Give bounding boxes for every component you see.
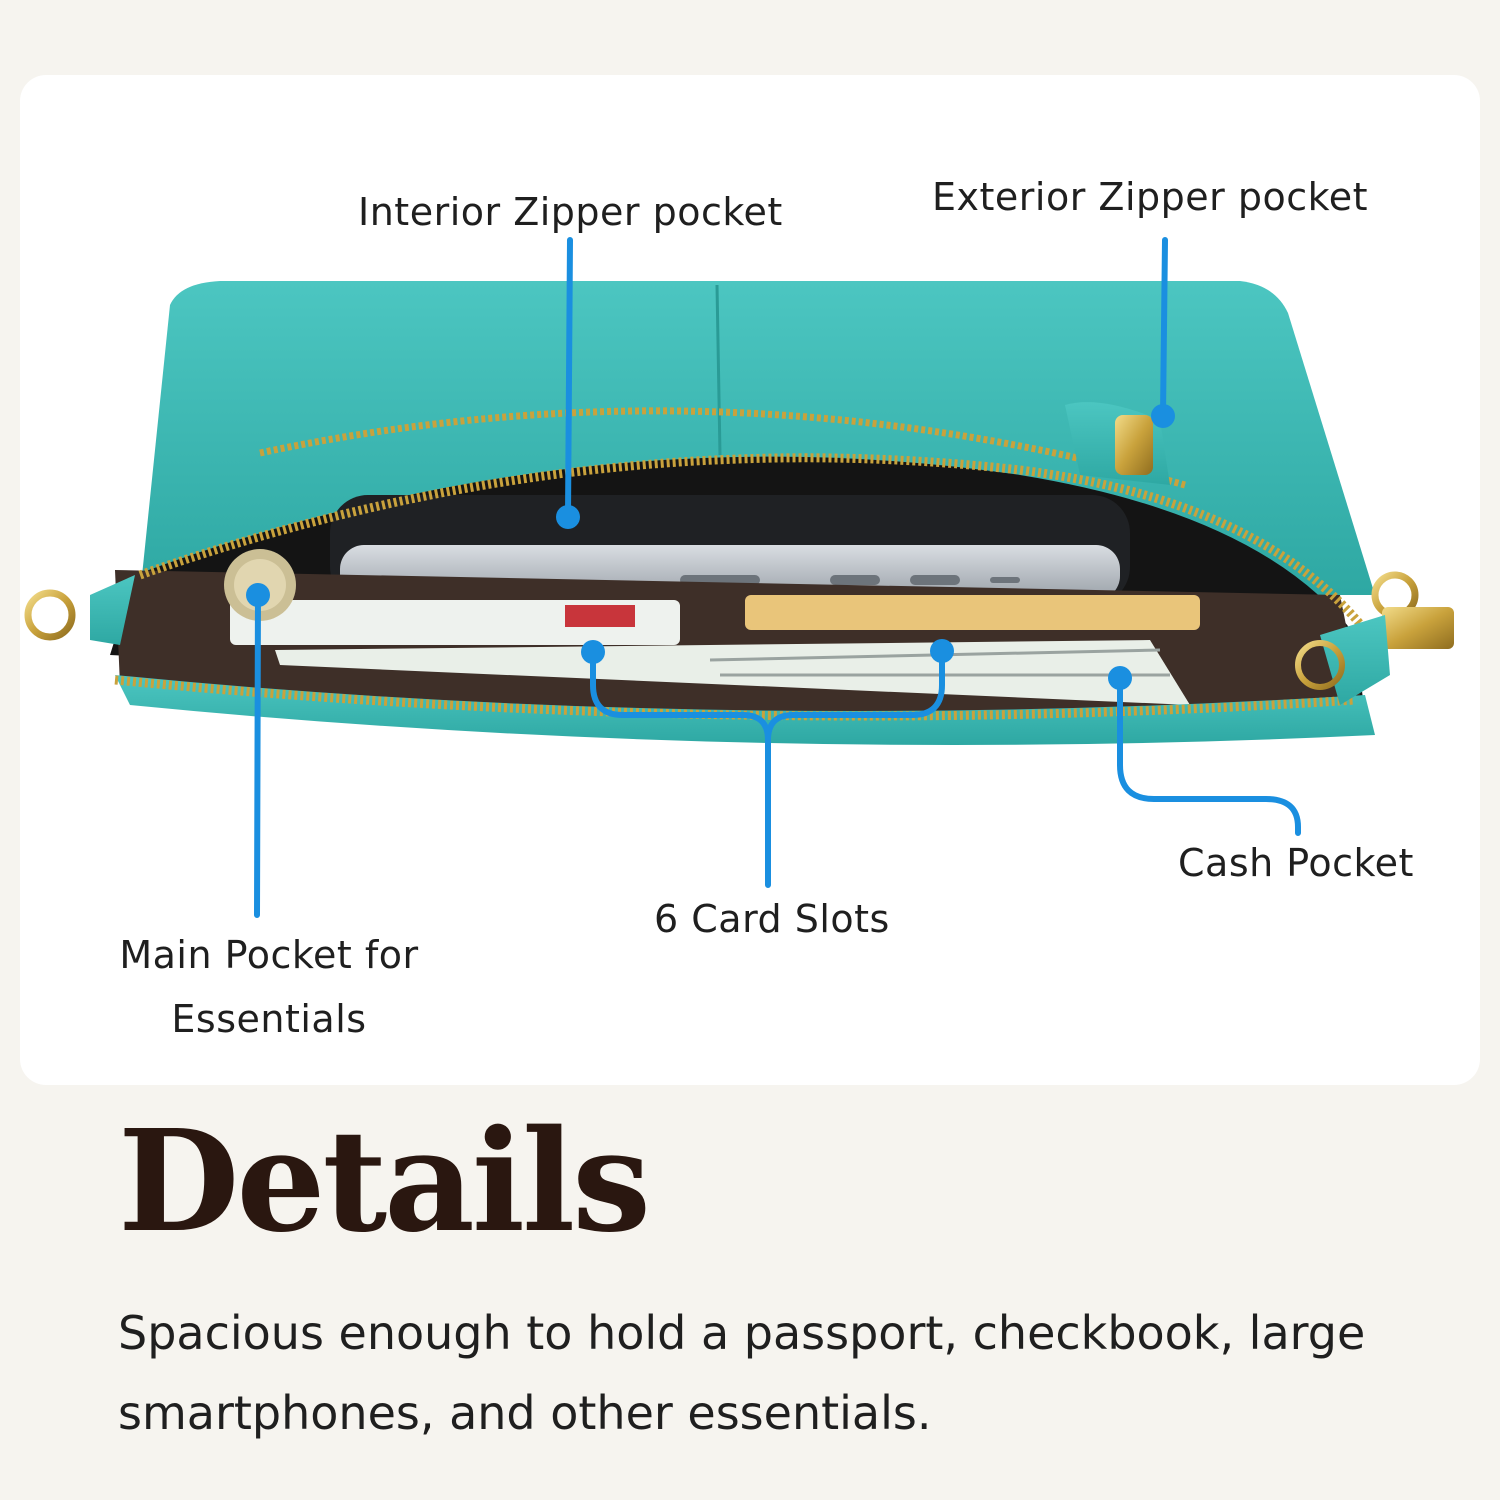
- product-illustration-card: Interior Zipper pocket Exterior Zipper p…: [20, 75, 1480, 1085]
- callout-dot-card-slot-right: [930, 639, 954, 663]
- callout-dot-card-slot-left: [581, 640, 605, 664]
- page-heading: Details: [118, 1100, 651, 1264]
- callout-lines: [254, 237, 1301, 918]
- bag-illustration: [24, 237, 1454, 918]
- callout-exterior-zipper-pocket: Exterior Zipper pocket: [932, 175, 1369, 219]
- callout-dot-interior-zipper: [556, 505, 580, 529]
- callout-main-pocket-line1: Main Pocket for: [119, 933, 419, 977]
- main-zipper-top: [138, 453, 1369, 633]
- bag-front-panel: [115, 675, 1375, 745]
- callout-cash-pocket: Cash Pocket: [1178, 841, 1414, 885]
- left-d-ring: [24, 589, 76, 641]
- main-zipper-pull: [1382, 607, 1454, 649]
- card-slot-card-right: [745, 595, 1200, 630]
- exterior-zipper: [259, 407, 1186, 489]
- callout-main-pocket: Main Pocket for Essentials: [104, 923, 434, 1051]
- callout-card-slots: 6 Card Slots: [654, 897, 890, 941]
- callout-dots: [246, 404, 1175, 690]
- exterior-zipper-pull: [1115, 415, 1153, 475]
- callout-main-pocket-line2: Essentials: [171, 997, 367, 1041]
- main-zipper-bottom: [114, 675, 1356, 721]
- callout-dot-main-pocket: [246, 583, 270, 607]
- callout-dot-exterior-zipper: [1151, 404, 1175, 428]
- page-description: Spacious enough to hold a passport, chec…: [118, 1306, 1366, 1440]
- cash: [275, 640, 1190, 705]
- callout-dot-cash-pocket: [1108, 666, 1132, 690]
- callout-interior-zipper-pocket: Interior Zipper pocket: [358, 190, 783, 234]
